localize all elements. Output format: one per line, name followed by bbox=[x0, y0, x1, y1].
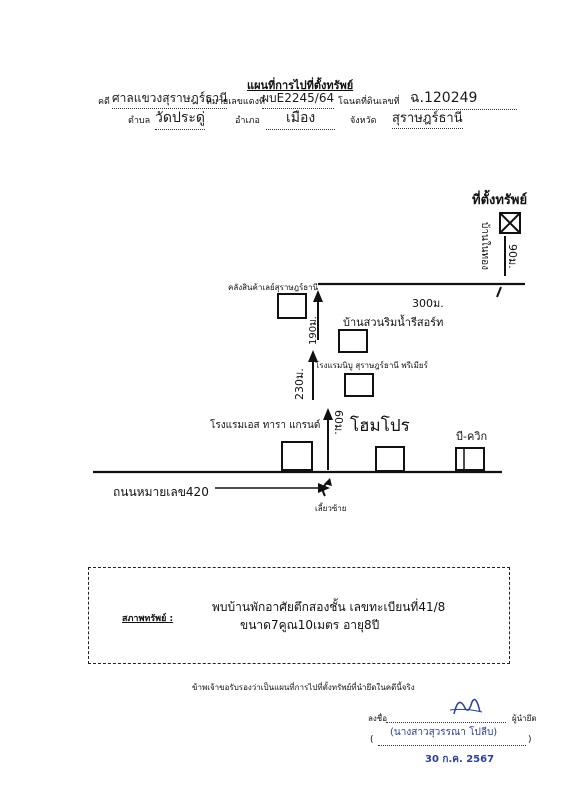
black-no-label: หมายเลขแดงที่ bbox=[206, 97, 265, 107]
warehouse-label: คลังสินค้าเลย์สุราษฎร์ธานี bbox=[228, 283, 319, 292]
hotel-nibbu-label: โรงแรมนิบู สุราษฎร์ธานี พรีเมียร์ bbox=[315, 361, 428, 370]
property-description-line2: ขนาด7คูณ10เมตร อายุ8ปี bbox=[240, 618, 380, 632]
date-stamp: 30 ก.ค. 2567 bbox=[425, 754, 495, 765]
side-road-label: บ้านในทอง bbox=[479, 222, 490, 270]
certification-text: ข้าพเจ้าขอรับรองว่าเป็นแผนที่การไปที่ตั้… bbox=[192, 683, 415, 692]
paren-close: ) bbox=[528, 735, 532, 745]
role-label: ผู้นำยึด bbox=[512, 714, 537, 723]
paren-open: ( bbox=[370, 735, 374, 745]
court-name: ศาลแขวงสุราษฎร์ธานี bbox=[112, 89, 228, 109]
distance-60-label: 60ม. bbox=[332, 410, 345, 435]
side-road-distance: 90ม. bbox=[506, 244, 519, 269]
route-arrow-2 bbox=[308, 350, 318, 362]
deed-label: โฉนดที่ดินเลขที่ bbox=[338, 97, 400, 107]
route-arrow-3 bbox=[313, 290, 323, 302]
province-label: จังหวัด bbox=[350, 116, 377, 126]
warehouse-building bbox=[277, 293, 307, 319]
property-marker bbox=[499, 212, 521, 234]
distance-190-label: 190ม. bbox=[308, 316, 319, 345]
property-description-line1: พบบ้านพักอาศัยตึกสองชั้น เลขทะเบียนที่41… bbox=[212, 600, 446, 614]
property-location-label: ที่ตั้งทรัพย์ bbox=[472, 193, 528, 208]
hotel-s-tara-label: โรงแรมเอส ทารา แกรนด์ bbox=[210, 420, 321, 431]
distance-300-label: 300ม. bbox=[412, 297, 444, 310]
side-road bbox=[496, 286, 502, 298]
black-no-value: ผบE2245/64 bbox=[262, 89, 335, 109]
route-arrow-1 bbox=[323, 408, 333, 420]
resort-building bbox=[338, 329, 368, 353]
main-road-label: ถนนหมายเลข420 bbox=[113, 485, 209, 499]
sign-label: ลงชื่อ bbox=[368, 714, 388, 723]
subdistrict-label: ตำบล bbox=[128, 116, 151, 126]
case-label: คดี bbox=[98, 97, 110, 107]
signer-name: (นางสาวสุวรรณา โปลีบ) bbox=[390, 727, 498, 738]
name-line bbox=[378, 745, 526, 746]
district-value: เมือง bbox=[266, 107, 336, 130]
property-description-box bbox=[88, 567, 510, 664]
homepro-building bbox=[375, 446, 405, 472]
province-value: สุราษฎร์ธานี bbox=[392, 107, 463, 129]
bquik-label: บี-ควิก bbox=[456, 430, 488, 443]
deed-no-value: ฉ.120249 bbox=[410, 87, 518, 110]
signature-line bbox=[386, 722, 506, 723]
homepro-label: โฮมโปร bbox=[350, 416, 410, 436]
distance-230-label: 230ม. bbox=[293, 368, 306, 400]
hotel-s-tara-building bbox=[281, 441, 313, 471]
hotel-nibbu-building bbox=[344, 373, 374, 397]
resort-label: บ้านสวนริมน้ำรีสอร์ท bbox=[343, 316, 444, 329]
subdistrict-value: วัดประดู่ bbox=[155, 107, 205, 130]
district-label: อำเภอ bbox=[235, 116, 260, 126]
signature bbox=[449, 698, 483, 715]
property-condition-label: สภาพทรัพย์ : bbox=[122, 614, 174, 624]
page-title: แผนที่การไปที่ตั้งทรัพย์ bbox=[247, 79, 354, 92]
turn-left-label: เลี้ยวซ้าย bbox=[315, 504, 347, 513]
bquik-building bbox=[455, 447, 485, 471]
